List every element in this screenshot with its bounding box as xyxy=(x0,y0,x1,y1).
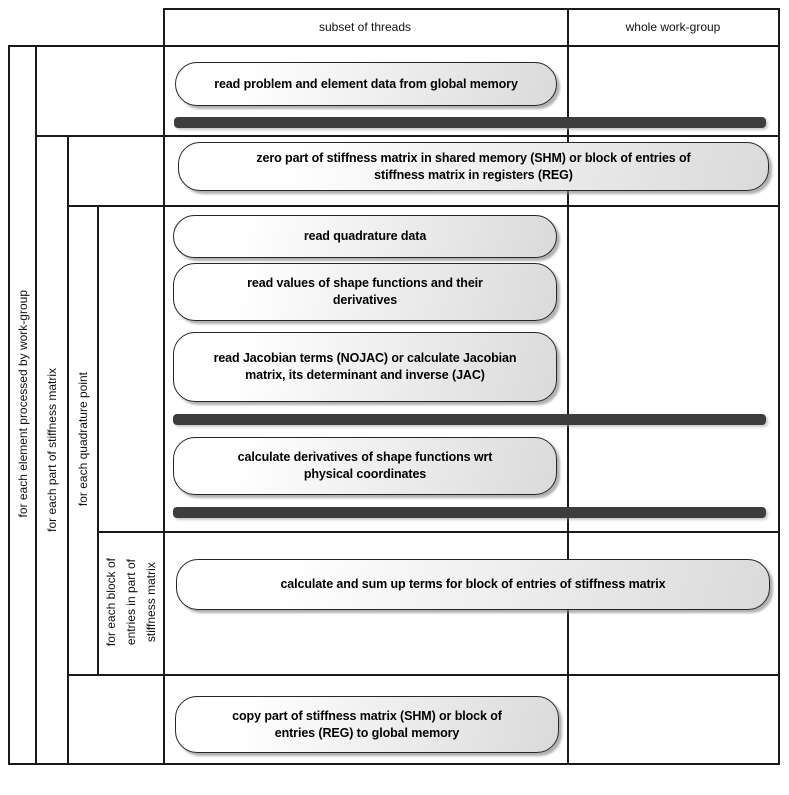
grid-line-header-bottom xyxy=(8,45,780,47)
grid-line-loop2-top xyxy=(35,135,780,137)
synchronization-bar xyxy=(173,414,766,425)
activity-zero-part: zero part of stiffness matrix in shared … xyxy=(178,142,769,191)
header-whole-work-group: whole work-group xyxy=(569,10,777,44)
activity-read-problem: read problem and element data from globa… xyxy=(175,62,557,106)
loop-label-quadrature-point: for each quadrature point xyxy=(76,372,90,507)
loop-label-element: for each element processed by work-group xyxy=(15,290,30,518)
grid-line-outer-left xyxy=(8,46,10,765)
grid-line-content-left xyxy=(163,8,165,765)
header-label: subset of threads xyxy=(318,20,412,34)
activity-read-shape-values: read values of shape functions and their… xyxy=(173,263,557,321)
grid-line-loop4-top xyxy=(97,531,780,533)
grid-line-loop1-right xyxy=(35,46,37,765)
grid-line-loop2-right xyxy=(67,135,69,765)
grid-line-column-divider xyxy=(567,8,569,765)
loop-label-block-of-entries: for each block of entries in part of sti… xyxy=(104,558,158,647)
header-subset-of-threads: subset of threads xyxy=(165,10,565,44)
grid-line-loop3-right xyxy=(97,205,99,676)
grid-line-header-top xyxy=(163,8,780,10)
activity-copy-part: copy part of stiffness matrix (SHM) or b… xyxy=(175,696,559,753)
synchronization-bar xyxy=(173,507,766,518)
loop-label-part-of-stiffness-matrix: for each part of stiffness matrix xyxy=(45,367,59,532)
activity-read-quadrature: read quadrature data xyxy=(173,215,557,258)
header-label: whole work-group xyxy=(625,20,721,34)
activity-calc-sum-terms: calculate and sum up terms for block of … xyxy=(176,559,770,610)
synchronization-bar xyxy=(174,117,766,128)
grid-line-outer-right xyxy=(778,8,780,765)
grid-line-loop3-top xyxy=(67,205,780,207)
grid-line-loop3-bottom xyxy=(67,674,780,676)
grid-line-outer-bottom xyxy=(8,763,780,765)
activity-calc-derivatives: calculate derivatives of shape functions… xyxy=(173,437,557,495)
activity-read-jacobian: read Jacobian terms (NOJAC) or calculate… xyxy=(173,332,557,402)
